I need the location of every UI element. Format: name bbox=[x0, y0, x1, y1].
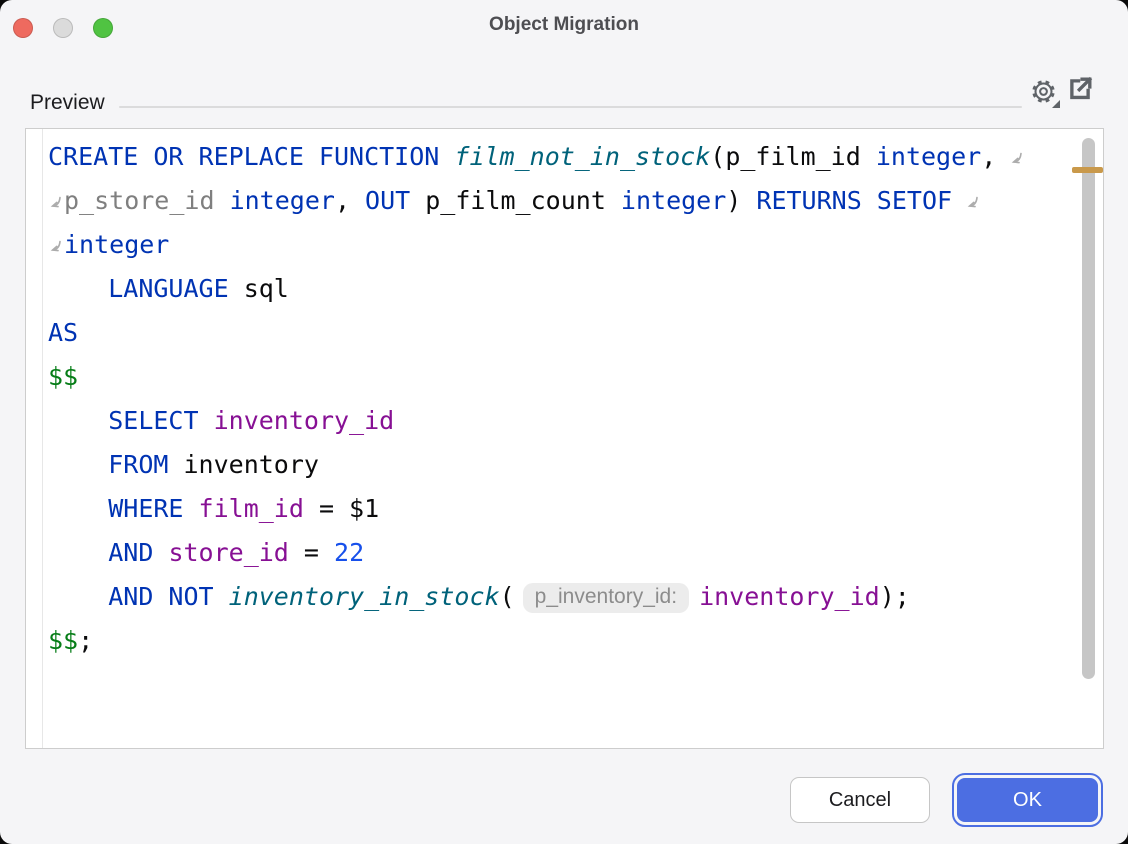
soft-wrap-icon bbox=[49, 195, 63, 209]
dropdown-arrow-icon bbox=[1052, 100, 1060, 108]
code-token: $$ bbox=[48, 362, 79, 391]
code-token bbox=[214, 582, 229, 611]
code-token: inventory_in_stock bbox=[228, 582, 500, 611]
cancel-button[interactable]: Cancel bbox=[790, 777, 930, 823]
code-token: RETURNS SETOF bbox=[756, 186, 953, 215]
code-line: AND NOT inventory_in_stock(p_inventory_i… bbox=[48, 575, 1079, 619]
code-token: (p_film_id bbox=[710, 142, 876, 171]
code-token: ; bbox=[78, 626, 94, 655]
external-link-icon bbox=[1066, 76, 1094, 106]
dialog-buttons: Cancel OK bbox=[790, 773, 1103, 827]
code-token: OUT bbox=[365, 186, 411, 215]
code-token bbox=[48, 538, 108, 567]
code-token: LANGUAGE bbox=[108, 274, 229, 303]
zoom-button[interactable] bbox=[93, 18, 113, 38]
code-token: inventory_id bbox=[699, 582, 880, 611]
code-token bbox=[48, 494, 108, 523]
code-token bbox=[153, 538, 168, 567]
code-token: p_film_count bbox=[410, 186, 621, 215]
window-title: Object Migration bbox=[489, 14, 639, 35]
code-token: , bbox=[334, 186, 366, 215]
code-token: inventory bbox=[168, 450, 319, 479]
section-separator bbox=[119, 106, 1022, 108]
code-line: AND store_id = 22 bbox=[48, 531, 1079, 575]
close-button[interactable] bbox=[13, 18, 33, 38]
code-lines: CREATE OR REPLACE FUNCTION film_not_in_s… bbox=[43, 129, 1079, 748]
soft-wrap-icon bbox=[1010, 151, 1024, 165]
code-token: film_not_in_stock bbox=[454, 142, 711, 171]
code-token: store_id bbox=[168, 538, 289, 567]
code-token: $$ bbox=[48, 626, 79, 655]
code-line: $$; bbox=[48, 619, 1079, 663]
code-line: FROM inventory bbox=[48, 443, 1079, 487]
code-token: , bbox=[981, 142, 997, 171]
ok-button-focus-ring: OK bbox=[952, 773, 1103, 827]
code-line: WHERE film_id = $1 bbox=[48, 487, 1079, 531]
minimize-button[interactable] bbox=[53, 18, 73, 38]
ok-button[interactable]: OK bbox=[957, 778, 1098, 822]
code-token: ( bbox=[499, 582, 515, 611]
code-line: $$ bbox=[48, 355, 1079, 399]
soft-wrap-icon bbox=[49, 239, 63, 253]
code-token: WHERE bbox=[108, 494, 184, 523]
code-token: sql bbox=[228, 274, 289, 303]
code-token: ); bbox=[879, 582, 910, 611]
code-token: AS bbox=[48, 318, 79, 347]
code-token: film_id bbox=[198, 494, 304, 523]
soft-wrap-icon bbox=[966, 195, 980, 209]
code-token bbox=[48, 450, 108, 479]
editor-scrollbar[interactable] bbox=[1082, 138, 1095, 679]
gear-icon bbox=[1030, 80, 1057, 108]
inlay-parameter-hint: p_inventory_id: bbox=[522, 583, 690, 613]
code-line: SELECT inventory_id bbox=[48, 399, 1079, 443]
code-token: CREATE OR REPLACE FUNCTION bbox=[48, 142, 455, 171]
code-token: p_store_id bbox=[64, 186, 230, 215]
code-token: integer bbox=[64, 230, 170, 259]
code-line: p_store_id integer, OUT p_film_count int… bbox=[48, 179, 1079, 223]
settings-gear-button[interactable] bbox=[1029, 78, 1060, 108]
code-token: integer bbox=[229, 186, 335, 215]
open-in-window-button[interactable] bbox=[1066, 75, 1094, 103]
code-line: AS bbox=[48, 311, 1079, 355]
preview-section-label: Preview bbox=[30, 91, 105, 114]
code-token: AND bbox=[108, 538, 154, 567]
code-token: SELECT bbox=[108, 406, 199, 435]
code-token bbox=[48, 406, 108, 435]
code-token: 22 bbox=[334, 538, 365, 567]
code-token bbox=[48, 274, 108, 303]
warning-stripe-marker bbox=[1072, 167, 1103, 173]
editor-gutter bbox=[26, 129, 43, 748]
code-token bbox=[199, 406, 214, 435]
code-line: integer bbox=[48, 223, 1079, 267]
code-token: integer bbox=[620, 186, 727, 215]
code-token bbox=[183, 494, 198, 523]
code-token: FROM bbox=[108, 450, 169, 479]
code-token: = bbox=[288, 538, 335, 567]
code-token: ) bbox=[726, 186, 757, 215]
code-line: CREATE OR REPLACE FUNCTION film_not_in_s… bbox=[48, 135, 1079, 179]
code-line: LANGUAGE sql bbox=[48, 267, 1079, 311]
code-token: = $1 bbox=[303, 494, 380, 523]
sql-preview-editor[interactable]: CREATE OR REPLACE FUNCTION film_not_in_s… bbox=[25, 128, 1104, 749]
code-token: AND NOT bbox=[108, 582, 214, 611]
code-token bbox=[48, 582, 108, 611]
code-token: integer bbox=[875, 142, 982, 171]
code-token: inventory_id bbox=[213, 406, 395, 435]
